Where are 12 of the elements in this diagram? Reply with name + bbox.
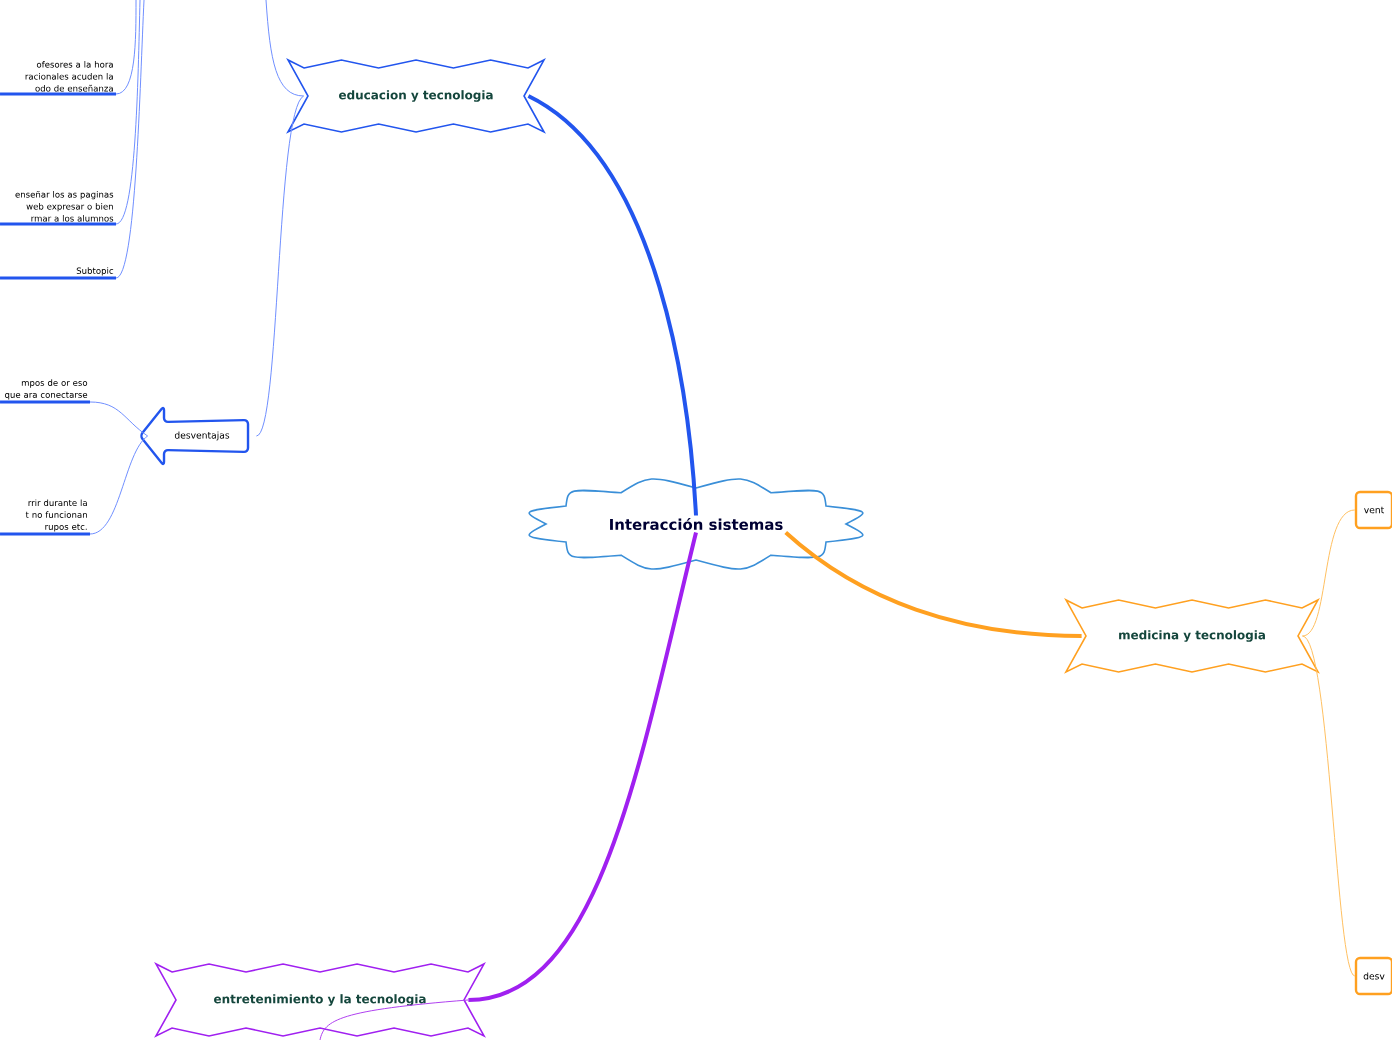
connector bbox=[1301, 509, 1356, 637]
connector bbox=[255, 95, 305, 437]
connector bbox=[468, 532, 698, 1002]
connector bbox=[89, 435, 149, 535]
connector bbox=[115, 0, 141, 225]
connector bbox=[265, 0, 305, 97]
connector bbox=[319, 999, 469, 1040]
connector bbox=[1301, 635, 1356, 977]
connector bbox=[115, 0, 137, 95]
connector bbox=[115, 0, 145, 279]
connector bbox=[89, 401, 149, 437]
connector bbox=[527, 94, 698, 516]
